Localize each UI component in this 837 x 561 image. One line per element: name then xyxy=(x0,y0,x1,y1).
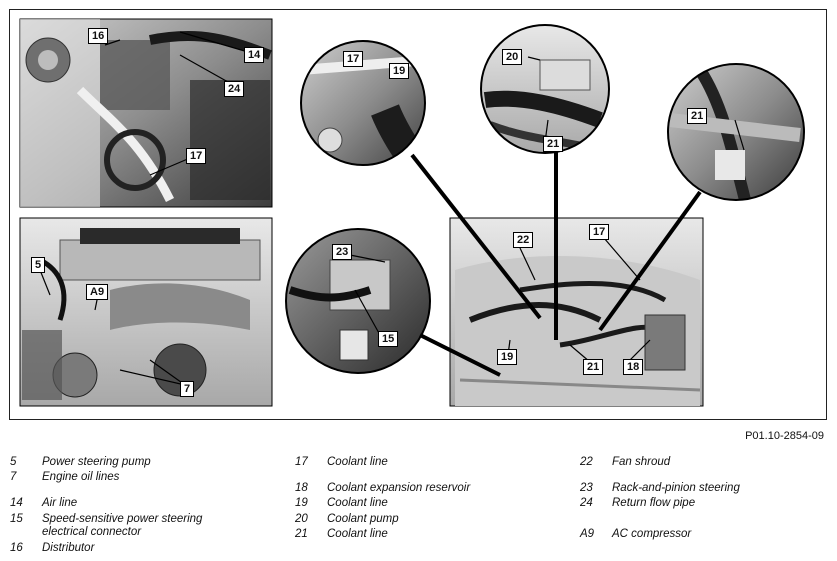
callout-17-main: 17 xyxy=(589,224,610,240)
callout-16: 16 xyxy=(88,28,109,44)
callout-leaders xyxy=(39,31,745,386)
legend-item-number: 15 xyxy=(10,513,23,525)
photo-front-end xyxy=(449,217,704,407)
callout-17-top: 17 xyxy=(186,148,207,164)
legend-item-number: 16 xyxy=(10,542,23,554)
detail-circle-coolant-pump xyxy=(480,24,610,154)
legend-item-number: 22 xyxy=(580,456,593,468)
callout-7: 7 xyxy=(180,381,195,397)
legend-item-text: Speed-sensitive power steering electrica… xyxy=(42,513,203,538)
callout-19-circle: 19 xyxy=(389,63,410,79)
legend-item-text: AC compressor xyxy=(612,528,692,540)
legend-item-number: 14 xyxy=(10,497,23,509)
callout-24: 24 xyxy=(224,81,245,97)
legend-item-text: Return flow pipe xyxy=(612,497,696,509)
legend-item-number: 17 xyxy=(295,456,308,468)
legend-item-number: 24 xyxy=(580,497,593,509)
photo-engine-side xyxy=(19,217,273,407)
callout-23: 23 xyxy=(332,244,353,260)
photo-engine-bay-top xyxy=(19,18,273,208)
callout-5: 5 xyxy=(31,257,46,273)
callout-21-circle2: 21 xyxy=(543,136,564,152)
callout-18: 18 xyxy=(623,359,644,375)
legend-item-number: A9 xyxy=(580,528,595,540)
callout-a9: A9 xyxy=(86,284,109,300)
legend-item-text: Coolant line xyxy=(327,456,388,468)
legend-item-number: 20 xyxy=(295,513,308,525)
callout-17-circle: 17 xyxy=(343,51,364,67)
legend-item-text: Rack-and-pinion steering xyxy=(612,482,740,494)
legend-item-text: Fan shroud xyxy=(612,456,671,468)
callout-19-main: 19 xyxy=(497,349,518,365)
legend-item-text: Coolant expansion reservoir xyxy=(327,482,471,494)
legend-item-text: Engine oil lines xyxy=(42,471,120,483)
figure-reference-code: P01.10-2854-09 xyxy=(745,430,824,442)
legend-item-text: Air line xyxy=(42,497,78,509)
leader-lines xyxy=(410,150,702,377)
legend-item-number: 21 xyxy=(295,528,308,540)
legend-item-text: Coolant line xyxy=(327,528,388,540)
legend-item-number: 23 xyxy=(580,482,593,494)
legend-item-number: 19 xyxy=(295,497,308,509)
legend-item-number: 18 xyxy=(295,482,308,494)
detail-circle-coolant-line-19 xyxy=(300,40,426,166)
legend-item-number: 5 xyxy=(10,456,17,468)
callout-20: 20 xyxy=(502,49,523,65)
legend-item-text: Power steering pump xyxy=(42,456,151,468)
legend-item-text: Coolant line xyxy=(327,497,388,509)
callout-22: 22 xyxy=(513,232,534,248)
callout-14: 14 xyxy=(244,47,265,63)
callout-21-main: 21 xyxy=(583,359,604,375)
legend-item-number: 7 xyxy=(10,471,17,483)
detail-circle-steering-connector xyxy=(285,228,431,374)
legend-item-text: Distributor xyxy=(42,542,95,554)
detail-circle-coolant-line-21 xyxy=(667,63,805,201)
callout-21-circle3: 21 xyxy=(687,108,708,124)
callout-15: 15 xyxy=(378,331,399,347)
legend-item-text: Coolant pump xyxy=(327,513,399,525)
